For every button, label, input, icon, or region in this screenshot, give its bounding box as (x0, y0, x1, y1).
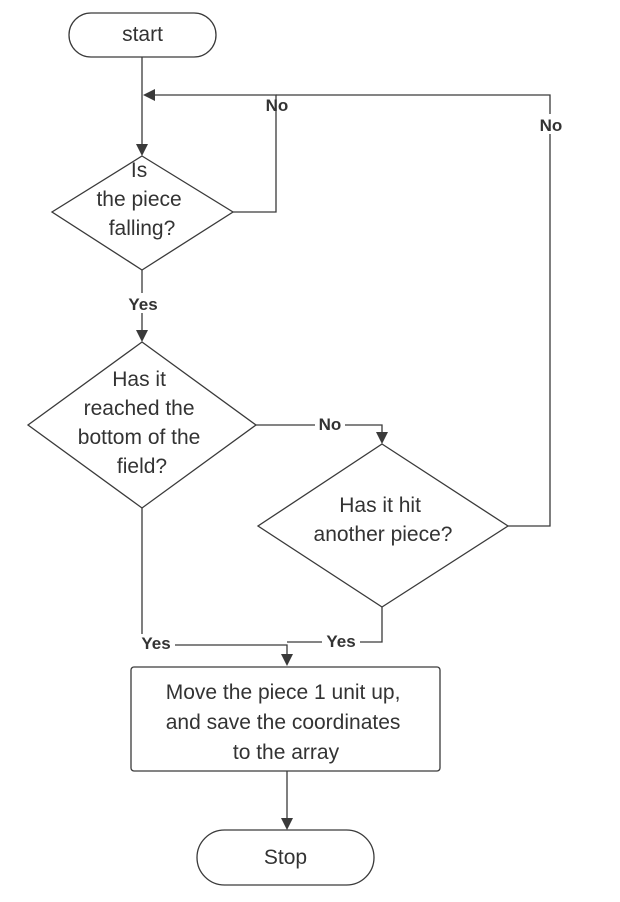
edge-label-hit-no: No (540, 116, 563, 135)
process-move-piece-line: to the array (233, 741, 340, 764)
decision-hit-piece-label: Has it hit another piece? (314, 494, 453, 546)
decision-hit-piece (256, 443, 510, 608)
decision-reached-bottom-label: Has it reached the bottom of the field? (78, 368, 206, 478)
decision-reached-bottom-line: bottom of the (78, 426, 201, 449)
decision-is-falling-label: Is the piece falling? (96, 159, 187, 240)
arrowhead-falling-entry (136, 144, 148, 156)
decision-reached-bottom-line: Has it (112, 368, 166, 391)
connector-hit-no (276, 94, 551, 527)
decision-reached-bottom (26, 341, 258, 509)
stop-terminal-label: Stop (264, 846, 307, 869)
edge-label-bg-bottom-no (315, 414, 345, 434)
start-terminal-text: start (122, 23, 163, 46)
arrowhead-move-entry (281, 654, 293, 666)
decision-is-falling-line: falling? (109, 217, 176, 240)
process-move-piece (130, 666, 441, 772)
connector-hit-yes (287, 607, 383, 643)
connector-falling-no (155, 94, 277, 213)
edge-label-falling-yes: Yes (128, 295, 157, 314)
process-move-piece-line: Move the piece 1 unit up, (166, 681, 401, 704)
edge-label-bg-falling-yes (124, 293, 162, 313)
decision-is-falling (50, 155, 235, 271)
edge-label-falling-no: No (266, 96, 289, 115)
decision-reached-bottom-line: field? (117, 455, 167, 478)
decision-hit-piece-line: Has it hit (339, 494, 421, 517)
edge-label-bottom-no: No (319, 415, 342, 434)
edge-label-bg-bottom-yes (137, 634, 175, 654)
stop-terminal-text: Stop (264, 846, 307, 869)
edge-label-bg-hit-yes (322, 632, 360, 652)
decision-hit-piece-line: another piece? (314, 523, 453, 546)
arrowhead-loop-entry (143, 89, 155, 101)
process-move-piece-label: Move the piece 1 unit up, and save the c… (166, 681, 407, 764)
start-terminal (68, 12, 217, 58)
process-move-piece-line: and save the coordinates (166, 711, 401, 734)
stop-terminal (196, 829, 375, 886)
edge-label-bg-hit-no (536, 114, 566, 134)
connector-bottom-no (256, 424, 383, 432)
edge-label-hit-yes: Yes (326, 632, 355, 651)
decision-is-falling-line: the piece (96, 188, 181, 211)
edge-label-bottom-yes: Yes (141, 634, 170, 653)
arrowhead-hit-entry (376, 432, 388, 444)
start-terminal-label: start (122, 23, 163, 46)
connector-bottom-yes (141, 508, 288, 654)
arrowhead-bottom-entry (136, 330, 148, 342)
decision-is-falling-line: Is (131, 159, 147, 182)
decision-reached-bottom-line: reached the (84, 397, 195, 420)
arrowhead-stop-entry (281, 818, 293, 830)
